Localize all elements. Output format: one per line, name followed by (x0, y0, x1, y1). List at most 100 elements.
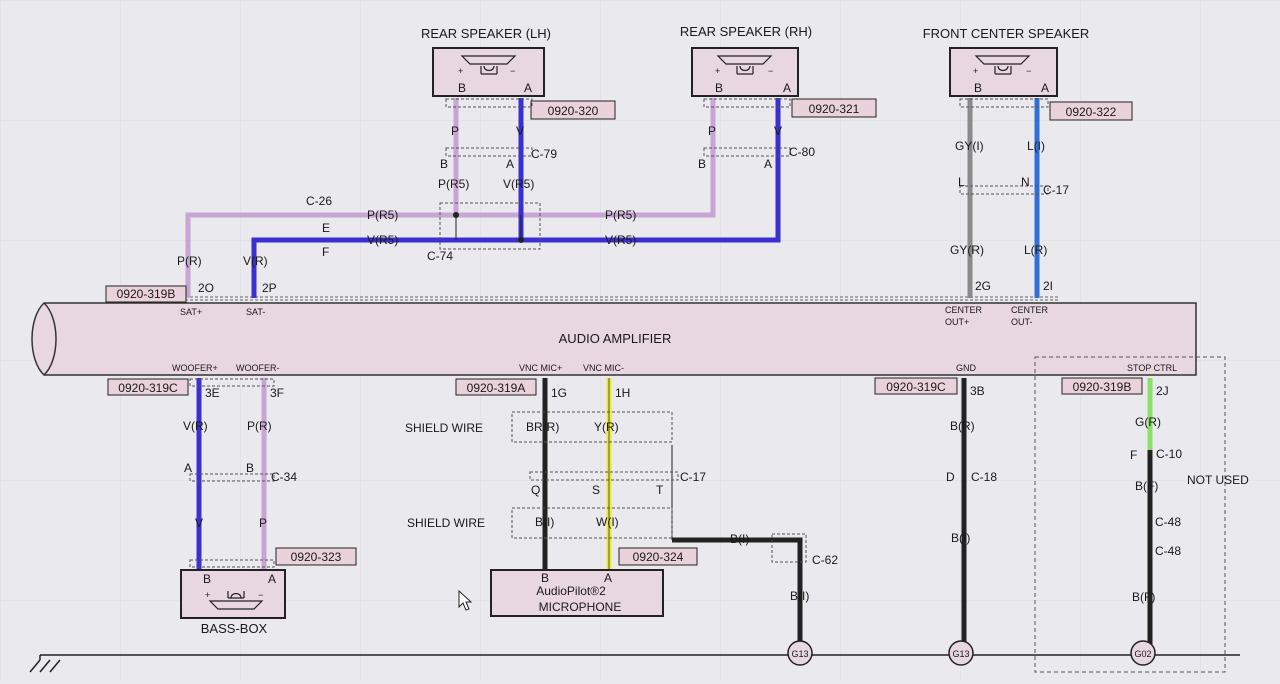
gnd-label-bi: B(I) (951, 531, 970, 545)
wire-label-pr5-top: P(R5) (438, 177, 469, 191)
rear-lh-pin-b: B (458, 81, 466, 95)
audio-amplifier-body[interactable] (31, 302, 1197, 376)
connector-c74[interactable]: C-74 (427, 249, 453, 263)
front-center-tag[interactable]: 0920-322 (1066, 105, 1117, 119)
tag-box-319a (455, 378, 537, 396)
connector-c48a[interactable]: C-48 (1155, 515, 1181, 529)
amp-pin-vnc-plus: VNC MIC+ (519, 363, 562, 373)
shield-wire-top: SHIELD WIRE (405, 421, 483, 435)
pin-2g: 2G (975, 279, 991, 293)
wire-label-gyi: GY(I) (955, 139, 984, 153)
branch-label-bi: B(I) (730, 532, 749, 546)
wire-label-pr5-right: P(R5) (605, 208, 636, 222)
rear-rh-tag[interactable]: 0920-321 (809, 102, 860, 116)
connector-c80[interactable]: C-80 (789, 145, 815, 159)
wire-label-li: L(I) (1027, 139, 1045, 153)
amp-tag-stop[interactable]: 0920-319B (1073, 380, 1132, 394)
tag-box-319b-stop (1061, 377, 1143, 395)
pin-3f: 3F (270, 386, 284, 400)
mic-pin-q: Q (531, 483, 540, 497)
gnd-label-br: B(R) (950, 419, 975, 433)
rear-lh-title: REAR SPEAKER (LH) (421, 26, 551, 41)
connector-c10[interactable]: C-10 (1156, 447, 1182, 461)
mic-tag[interactable]: 0920-324 (633, 550, 684, 564)
connector-dash (959, 98, 1049, 108)
connector-c34-box (189, 473, 275, 482)
rear-rh-pin-a: A (783, 81, 791, 95)
wire-sat-minus[interactable] (251, 98, 781, 298)
amp-tag-gnd[interactable]: 0920-319C (886, 380, 946, 394)
wire-label-lr: L(R) (1024, 243, 1047, 257)
amp-pin-vnc-minus: VNC MIC- (583, 363, 624, 373)
stop-label-bf1: B(F) (1135, 479, 1158, 493)
front-center-title: FRONT CENTER SPEAKER (923, 26, 1090, 41)
rear-speaker-lh[interactable] (432, 47, 545, 97)
woofer-label-vr: V(R) (183, 419, 208, 433)
wire-label-p-lh: P (451, 124, 459, 138)
wire-label-vr5-top: V(R5) (503, 177, 534, 191)
rear-speaker-rh[interactable] (691, 47, 799, 97)
connector-c62[interactable]: C-62 (812, 553, 838, 567)
front-center-plus: + (973, 66, 978, 76)
amp-pin-center-minus-1: CENTER (1011, 305, 1049, 315)
ground-g13a[interactable] (787, 640, 813, 666)
connector-c18[interactable]: C-18 (971, 470, 997, 484)
mic-pin-s: S (592, 483, 600, 497)
tag-box-319c-woofer (107, 378, 189, 396)
bass-box-title: BASS-BOX (201, 621, 268, 636)
connector-c34[interactable]: C-34 (271, 470, 297, 484)
bass-box-tag[interactable]: 0920-323 (291, 550, 342, 564)
not-used-box (1034, 356, 1226, 673)
connector-c80-box (703, 147, 791, 157)
amp-pin-center-minus-2: OUT- (1011, 317, 1033, 327)
bass-box[interactable] (180, 569, 286, 619)
pin-2o: 2O (198, 281, 214, 295)
connector-c79[interactable]: C-79 (531, 147, 557, 161)
mic-label-wi: W(I) (596, 515, 619, 529)
connector-c17[interactable]: C-17 (1043, 183, 1069, 197)
wire-label-v-rh: V (774, 124, 782, 138)
connector-c48b[interactable]: C-48 (1155, 544, 1181, 558)
chassis-ground-icon (29, 655, 61, 673)
front-center-speaker[interactable] (949, 47, 1058, 97)
shield-box-bottom (511, 507, 673, 539)
rear-rh-plus: + (715, 66, 720, 76)
pin-2j: 2J (1156, 384, 1169, 398)
amplifier-title: AUDIO AMPLIFIER (559, 331, 672, 346)
connector-c17-box (959, 185, 1049, 195)
connector-c79-box (445, 147, 533, 157)
ground-g13b-label: G13 (952, 649, 969, 659)
c17-pin-l: L (958, 175, 965, 189)
connector-c17b[interactable]: C-17 (680, 470, 706, 484)
mic-label-bi: B(I) (535, 515, 554, 529)
pin-1g: 1G (551, 386, 567, 400)
ground-g13b[interactable] (948, 640, 974, 666)
woofer-label-p: P (259, 516, 267, 530)
wire-shield-ground[interactable] (672, 537, 803, 648)
wire-label-p-rh: P (708, 124, 716, 138)
amp-tag-vnc[interactable]: 0920-319A (467, 381, 526, 395)
ground-g02[interactable] (1130, 640, 1156, 666)
bass-box-pin-b: B (203, 572, 211, 586)
c26-pin-f: F (322, 245, 329, 259)
stop-label-gr: G(R) (1135, 415, 1161, 429)
c18-pin-d: D (946, 470, 955, 484)
c80-pin-a: A (764, 157, 772, 171)
mic-pin-a: A (604, 571, 612, 585)
c79-pin-a: A (506, 157, 514, 171)
bass-box-tag-box (275, 547, 357, 566)
connector-c17b-box (529, 471, 679, 481)
wire-label-vr5-right: V(R5) (605, 233, 636, 247)
pin-1h: 1H (615, 386, 630, 400)
rear-lh-pin-a: A (524, 81, 532, 95)
g13a-label-bi: B(I) (790, 589, 809, 603)
amp-tag-top-left[interactable]: 0920-319B (117, 287, 176, 301)
rear-lh-tag[interactable]: 0920-320 (548, 104, 599, 118)
connector-c26[interactable]: C-26 (306, 194, 332, 208)
connector-dash (703, 98, 791, 108)
rear-lh-minus: − (510, 66, 515, 76)
amp-tag-woofer[interactable]: 0920-319C (118, 381, 178, 395)
audiopilot-microphone[interactable] (490, 569, 664, 617)
front-center-pin-a: A (1041, 81, 1049, 95)
